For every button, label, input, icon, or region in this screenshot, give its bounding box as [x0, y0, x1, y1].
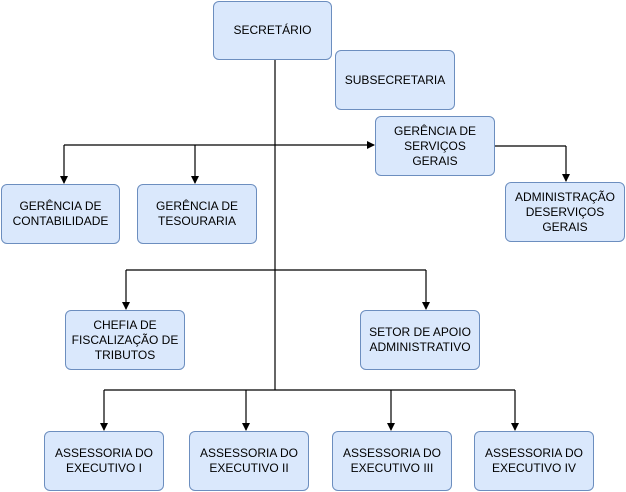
node-label: GERÊNCIA DE SERVIÇOS GERAIS — [393, 123, 477, 168]
node-label: ASSESSORIA DO EXECUTIVO IV — [484, 446, 584, 475]
node-administracao-servicos: ADMINISTRAÇÃO DESERVIÇOS GERAIS — [505, 182, 625, 242]
node-assessoria-4: ASSESSORIA DO EXECUTIVO IV — [474, 431, 594, 491]
node-subsecretaria: SUBSECRETARIA — [335, 50, 455, 110]
node-gerencia-contabilidade: GERÊNCIA DE CONTABILIDADE — [1, 184, 120, 244]
node-assessoria-3: ASSESSORIA DO EXECUTIVO III — [332, 431, 452, 491]
node-assessoria-1: ASSESSORIA DO EXECUTIVO I — [44, 431, 164, 491]
node-label: ASSESSORIA DO EXECUTIVO II — [199, 446, 299, 475]
node-label: ASSESSORIA DO EXECUTIVO I — [54, 446, 154, 475]
node-label: GERÊNCIA DE CONTABILIDADE — [12, 199, 109, 228]
node-label: ASSESSORIA DO EXECUTIVO III — [342, 446, 442, 475]
node-secretario: SECRETÁRIO — [213, 1, 332, 60]
node-label: CHEFIA DE FISCALIZAÇÃO DE TRIBUTOS — [71, 317, 179, 362]
node-label: SUBSECRETARIA — [344, 72, 446, 87]
node-chefia-fiscalizacao: CHEFIA DE FISCALIZAÇÃO DE TRIBUTOS — [65, 310, 185, 370]
node-label: SETOR DE APOIO ADMINISTRATIVO — [369, 325, 471, 354]
node-label: ADMINISTRAÇÃO DESERVIÇOS GERAIS — [514, 189, 615, 234]
node-assessoria-2: ASSESSORIA DO EXECUTIVO II — [189, 431, 309, 491]
node-setor-apoio: SETOR DE APOIO ADMINISTRATIVO — [360, 310, 480, 370]
node-gerencia-tesouraria: GERÊNCIA DE TESOURARIA — [137, 184, 257, 244]
node-label: GERÊNCIA DE TESOURARIA — [155, 199, 239, 228]
node-label: SECRETÁRIO — [233, 23, 312, 37]
node-gerencia-servicos: GERÊNCIA DE SERVIÇOS GERAIS — [375, 116, 495, 176]
